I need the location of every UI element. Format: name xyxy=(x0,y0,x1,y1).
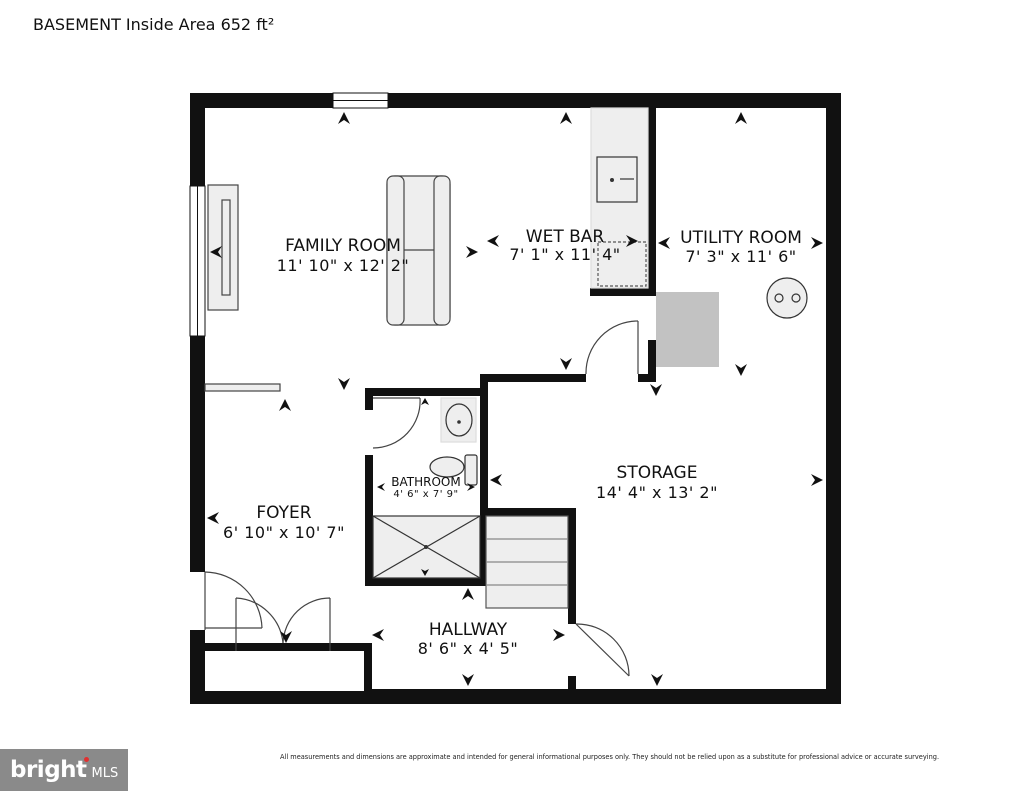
wall-bath-left-upper xyxy=(365,388,373,410)
interior-walls xyxy=(190,100,656,698)
wet-bar-dims: 7' 1" x 11' 4" xyxy=(509,245,620,264)
fixtures xyxy=(204,107,808,609)
family-room-name: FAMILY ROOM xyxy=(285,236,401,256)
logo-dot-icon xyxy=(84,757,89,762)
wall-closet-right xyxy=(364,643,372,698)
door-closet-left xyxy=(235,597,284,651)
toilet xyxy=(429,456,465,478)
hallway-name: HALLWAY xyxy=(429,620,508,640)
door-hall xyxy=(575,623,630,677)
wall-storage-top xyxy=(480,374,586,382)
wall-right xyxy=(826,93,841,704)
bathroom-name: BATHROOM xyxy=(391,475,460,489)
floor-title: BASEMENT Inside Area 652 ft² xyxy=(33,15,275,34)
chimney-block xyxy=(656,292,719,367)
disclaimer-text: All measurements and dimensions are appr… xyxy=(280,753,940,761)
wall-stair-top xyxy=(480,508,576,516)
wall-left-upper xyxy=(190,93,205,186)
wall-bottom xyxy=(190,689,841,704)
utility-room-name: UTILITY ROOM xyxy=(680,228,802,248)
wall-utility-lower xyxy=(648,340,656,382)
wall-stair-right xyxy=(568,508,576,624)
wall-bath-bottom xyxy=(365,578,488,586)
foyer-name: FOYER xyxy=(256,503,311,523)
water-heater xyxy=(766,277,808,319)
view-arrows xyxy=(207,112,823,686)
bath-sink xyxy=(445,403,473,437)
wall-bath-right xyxy=(480,374,488,584)
foyer-dims: 6' 10" x 10' 7" xyxy=(223,523,345,542)
wall-top xyxy=(190,93,841,108)
wall-left-lower xyxy=(190,630,205,704)
storage-dims: 14' 4" x 13' 2" xyxy=(596,483,718,502)
doors xyxy=(204,320,639,691)
exterior-walls xyxy=(190,93,841,704)
logo-sub: MLS xyxy=(91,765,119,781)
wall-bath-top xyxy=(365,388,488,396)
bathroom-dims: 4' 6" x 7' 9" xyxy=(393,489,458,500)
wall-storage-top-right xyxy=(638,374,656,382)
logo-word: bright xyxy=(10,757,87,783)
wall-wetbar-bottom xyxy=(590,288,656,296)
wet-bar-fridge xyxy=(597,241,647,287)
wall-bath-left-lower xyxy=(365,455,373,585)
windows xyxy=(189,92,389,337)
storage-name: STORAGE xyxy=(617,463,698,483)
wall-left-middle xyxy=(190,336,205,572)
wall-closet-top xyxy=(190,643,372,651)
hallway-dims: 8' 6" x 4' 5" xyxy=(418,639,519,658)
wall-hall-stub xyxy=(568,676,576,696)
room-labels: FAMILY ROOM 11' 10" x 12' 2" WET BAR 7' … xyxy=(223,227,802,658)
closet-shelf xyxy=(204,383,281,392)
family-room-dims: 11' 10" x 12' 2" xyxy=(277,256,410,275)
utility-room-dims: 7' 3" x 11' 6" xyxy=(685,247,796,266)
wet-bar-name: WET BAR xyxy=(526,227,605,247)
wall-utility-upper xyxy=(648,100,656,292)
bright-mls-logo: bright MLS xyxy=(0,749,128,791)
